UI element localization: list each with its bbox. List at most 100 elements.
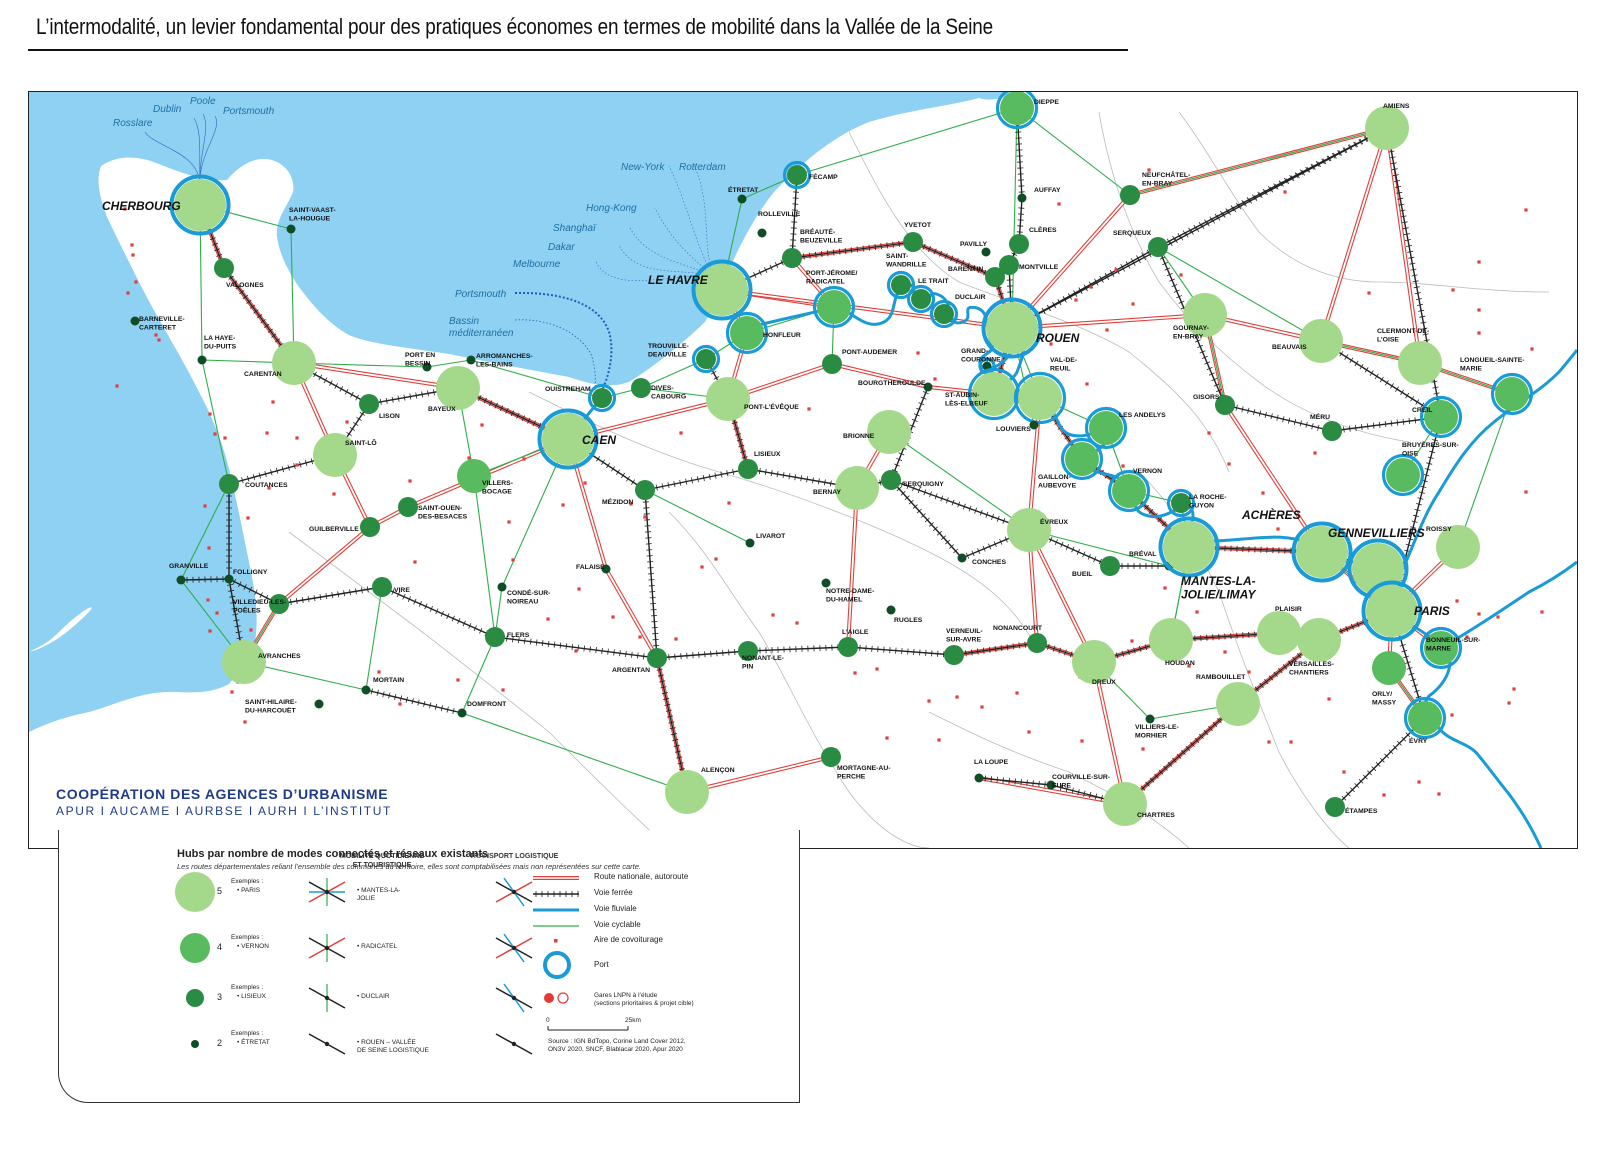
hub-carentan[interactable]	[272, 341, 316, 385]
hub-lesandelys[interactable]	[1084, 406, 1128, 450]
hub-notredame[interactable]	[821, 578, 831, 588]
hub-bruyeres[interactable]	[1381, 453, 1425, 497]
hub-amiens[interactable]	[1365, 106, 1409, 150]
hub-creil[interactable]	[1419, 395, 1463, 439]
hub-livarot[interactable]	[745, 538, 755, 548]
hub-mantes[interactable]	[1158, 516, 1220, 578]
hub-bonneuil[interactable]	[1419, 626, 1463, 670]
hub-cleres[interactable]	[1009, 234, 1029, 254]
hub-guilberville[interactable]	[360, 517, 380, 537]
hub-houdan[interactable]	[1149, 618, 1193, 662]
hub-grandcouronne[interactable]	[978, 357, 996, 375]
hub-serqueux[interactable]	[1148, 237, 1168, 257]
hub-caen[interactable]	[537, 408, 599, 470]
hub-fecamp[interactable]	[782, 160, 812, 190]
hub-brionne[interactable]	[867, 410, 911, 454]
hub-portjerome[interactable]	[812, 285, 856, 329]
hub-portbessin[interactable]	[422, 362, 432, 372]
hub-nonancourt[interactable]	[1027, 633, 1047, 653]
hub-roissy[interactable]	[1436, 525, 1480, 569]
hub-lahaye[interactable]	[197, 355, 207, 365]
hub-cherbourg[interactable]	[169, 174, 231, 236]
hub-rambouillet[interactable]	[1216, 682, 1260, 726]
hub-dieppe[interactable]	[995, 92, 1039, 130]
hub-neufchatel[interactable]	[1120, 185, 1140, 205]
hub-valdereuil[interactable]	[1013, 371, 1067, 425]
hub-vernon[interactable]	[1107, 469, 1151, 513]
hub-pontaudemer[interactable]	[822, 354, 842, 374]
hub-versailles[interactable]	[1297, 618, 1341, 662]
hub-mortain[interactable]	[361, 685, 371, 695]
hub-gaillon[interactable]	[1060, 437, 1104, 481]
hub-bayeux[interactable]	[436, 366, 480, 410]
hub-evry[interactable]	[1403, 696, 1447, 740]
hub-meru[interactable]	[1322, 421, 1342, 441]
hub-villedieu[interactable]	[269, 594, 289, 614]
hub-flers[interactable]	[485, 627, 505, 647]
hub-avranches[interactable]	[222, 640, 266, 684]
hub-granville[interactable]	[176, 575, 186, 585]
hub-bernay[interactable]	[835, 466, 879, 510]
hub-lisieux[interactable]	[738, 459, 758, 479]
hub-montville[interactable]	[999, 255, 1019, 275]
hub-ouistreham[interactable]	[587, 383, 617, 413]
hub-auffay[interactable]	[1017, 193, 1027, 203]
hub-vernsurav[interactable]	[944, 645, 964, 665]
hub-pontleveque[interactable]	[706, 377, 750, 421]
hub-plaisir[interactable]	[1257, 611, 1301, 655]
hub-honfleur[interactable]	[725, 311, 769, 355]
hub-acheres[interactable]	[1291, 521, 1353, 583]
hub-chartres[interactable]	[1103, 782, 1147, 826]
hub-pavilly[interactable]	[981, 247, 991, 257]
hub-evreux[interactable]	[1007, 508, 1051, 552]
hub-folligny[interactable]	[224, 574, 234, 584]
hub-conches[interactable]	[957, 553, 967, 563]
hub-trouville[interactable]	[691, 344, 721, 374]
hub-yvetot[interactable]	[903, 232, 923, 252]
hub-clermont[interactable]	[1398, 341, 1442, 385]
hub-stouen[interactable]	[398, 497, 418, 517]
hub-stvaast[interactable]	[286, 224, 296, 234]
hub-mezidon[interactable]	[635, 480, 655, 500]
hub-beauvais[interactable]	[1299, 319, 1343, 363]
hub-gournay[interactable]	[1183, 293, 1227, 337]
hub-condesn[interactable]	[497, 582, 507, 592]
hub-villersbocage[interactable]	[457, 459, 491, 493]
hub-breaute[interactable]	[782, 248, 802, 268]
hub-etretat[interactable]	[737, 194, 747, 204]
hub-larocheguyon[interactable]	[1166, 488, 1196, 518]
hub-rouen[interactable]	[981, 297, 1043, 359]
hub-falaise[interactable]	[601, 564, 611, 574]
hub-lison[interactable]	[359, 394, 379, 414]
hub-sthilaire[interactable]	[314, 699, 324, 709]
hub-letrait[interactable]	[906, 284, 936, 314]
hub-arromanches[interactable]	[466, 355, 476, 365]
hub-argentan[interactable]	[647, 648, 667, 668]
hub-dives[interactable]	[631, 378, 651, 398]
hub-domfront[interactable]	[457, 708, 467, 718]
hub-rolleville[interactable]	[757, 228, 767, 238]
hub-alencon[interactable]	[665, 770, 709, 814]
hub-bourgtheroulde[interactable]	[923, 382, 933, 392]
hub-barentin[interactable]	[985, 267, 1005, 287]
hub-laigle[interactable]	[838, 637, 858, 657]
hub-longueil[interactable]	[1490, 372, 1534, 416]
hub-orly[interactable]	[1372, 651, 1406, 685]
hub-barneville[interactable]	[130, 316, 140, 326]
hub-serquigny[interactable]	[881, 470, 901, 490]
hub-vire[interactable]	[372, 577, 392, 597]
hub-mortagne[interactable]	[821, 747, 841, 767]
hub-courville[interactable]	[1046, 780, 1056, 790]
hub-gisors[interactable]	[1215, 395, 1235, 415]
hub-louviers[interactable]	[1029, 420, 1039, 430]
hub-laloupe[interactable]	[974, 773, 984, 783]
hub-nonant[interactable]	[738, 641, 758, 661]
hub-valognes[interactable]	[214, 258, 234, 278]
hub-stlo[interactable]	[313, 433, 357, 477]
hub-villiers[interactable]	[1145, 714, 1155, 724]
hub-rugles[interactable]	[886, 605, 896, 615]
hub-coutances[interactable]	[219, 474, 239, 494]
hub-bueil[interactable]	[1100, 556, 1120, 576]
